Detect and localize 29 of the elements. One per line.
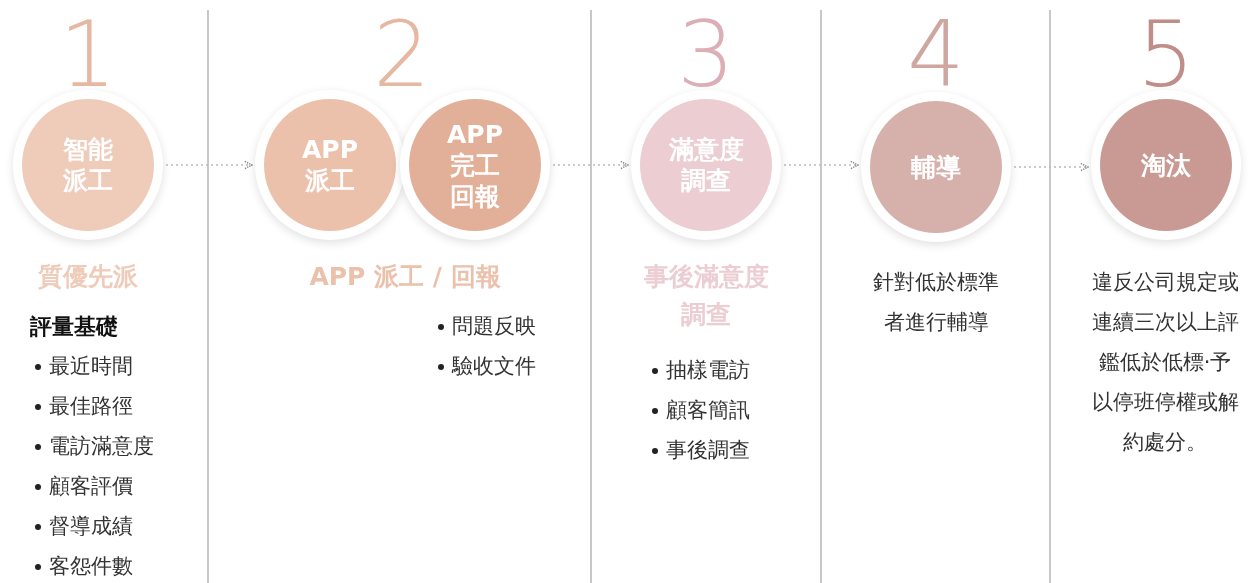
bullet-item: 顧客簡訊 bbox=[666, 397, 750, 423]
bullet-item: 驗收文件 bbox=[452, 353, 536, 379]
step-title: 智能派工 bbox=[62, 134, 114, 196]
criteria-heading: 評量基礎 bbox=[30, 313, 119, 341]
step-title: 輔導 bbox=[910, 151, 962, 183]
bullet-item: 電訪滿意度 bbox=[49, 433, 154, 459]
step-number: 3 bbox=[676, 10, 736, 100]
bullet-item: 問題反映 bbox=[452, 313, 536, 339]
chevron-arrow bbox=[1013, 162, 1089, 172]
bullet-item: 顧客評價 bbox=[49, 473, 133, 499]
description-text: 針對低於標準者進行輔導 bbox=[872, 269, 1000, 336]
step-number: 4 bbox=[906, 10, 966, 100]
step-title: APP派工 bbox=[301, 134, 359, 196]
bullet-item: 客怨件數 bbox=[49, 553, 133, 579]
chevron-arrow bbox=[552, 160, 629, 170]
step-title: 淘汰 bbox=[1140, 149, 1192, 181]
bullet-item: 督導成績 bbox=[49, 513, 133, 539]
bullet-item: 最近時間 bbox=[49, 353, 133, 379]
chevron-arrow bbox=[783, 160, 859, 170]
step-number: 5 bbox=[1136, 10, 1196, 100]
bullet-item: 抽樣電訪 bbox=[666, 357, 750, 383]
step-number: 2 bbox=[372, 10, 432, 100]
bullet-item: 最佳路徑 bbox=[49, 393, 133, 419]
step-title: APP完工回報 bbox=[446, 118, 504, 212]
bullet-item: 事後調查 bbox=[666, 437, 750, 463]
step-heading: 質優先派 bbox=[37, 261, 139, 293]
description-text: 違反公司規定或連續三次以上評鑑低於低標‧予以停班停權或解約處分。 bbox=[1090, 269, 1240, 456]
step-heading: APP 派工 / 回報 bbox=[308, 261, 502, 293]
step-number: 1 bbox=[58, 10, 118, 100]
